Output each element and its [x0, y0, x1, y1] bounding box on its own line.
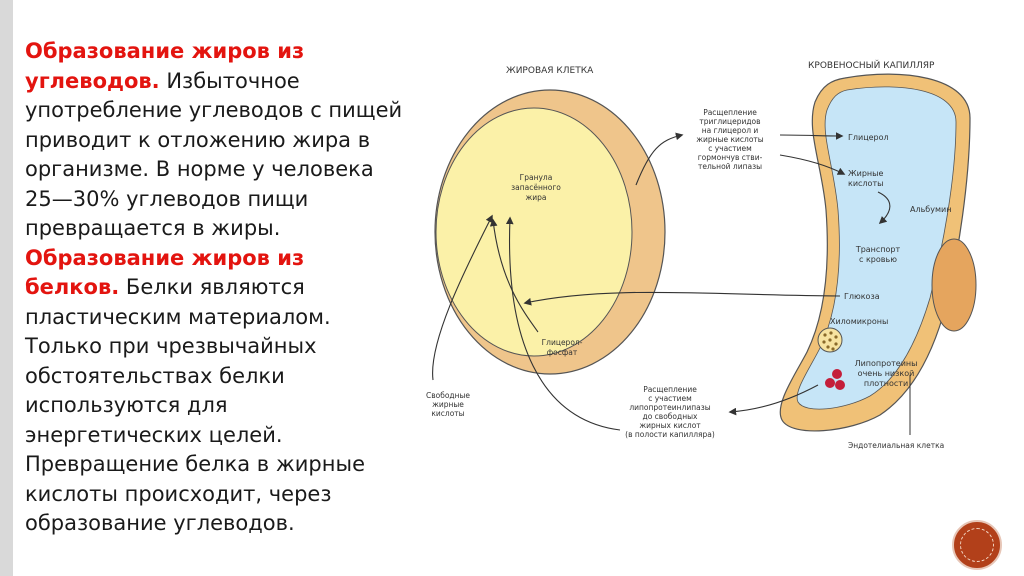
fat-metabolism-diagram: ЖИРОВАЯ КЛЕТКА КРОВЕНОСНЫЙ КАПИЛЛЯР Гран… — [426, 59, 977, 450]
svg-text:фосфат: фосфат — [547, 348, 578, 357]
slide-text: Образование жиров из углеводов. Избыточн… — [25, 37, 405, 539]
body-carbs: Избыточное употребление углеводов с пище… — [25, 68, 403, 241]
label-chylomicrons: Хиломикроны — [830, 317, 888, 326]
svg-text:с участием: с участием — [708, 144, 752, 153]
paragraph-proteins: Образование жиров из белков. Белки являю… — [25, 244, 405, 539]
label-fat-cell: ЖИРОВАЯ КЛЕТКА — [506, 66, 594, 76]
svg-text:запасённого: запасённого — [511, 183, 561, 192]
label-granule: Гранула запасённого жира — [511, 173, 561, 202]
label-transport: Транспорт с кровью — [855, 245, 901, 264]
body-proteins: Белки являются пластическим материалом. … — [25, 275, 365, 535]
label-capillary: КРОВЕНОСНЫЙ КАПИЛЛЯР — [808, 59, 935, 71]
svg-text:жира: жира — [526, 193, 547, 202]
label-glucose: Глюкоза — [844, 292, 880, 301]
svg-text:кислоты: кислоты — [848, 179, 883, 188]
svg-text:Гранула: Гранула — [520, 173, 553, 182]
svg-text:(в полости капилляра): (в полости капилляра) — [625, 430, 715, 439]
label-glycerol-phosphate: Глицерол- фосфат — [542, 338, 583, 357]
svg-text:липопротеинлипазы: липопротеинлипазы — [629, 403, 710, 412]
svg-text:гормончув стви-: гормончув стви- — [698, 153, 763, 162]
svg-text:Глицерол-: Глицерол- — [542, 338, 583, 347]
fat-cell — [434, 89, 666, 375]
svg-text:жирные: жирные — [432, 400, 464, 409]
svg-text:Расщепление: Расщепление — [643, 385, 697, 394]
label-hydrolysis: Расщепление триглицеридов на глицерол и … — [696, 108, 763, 171]
heading-carbs: Образование жиров из углеводов. — [25, 39, 305, 93]
slide-logo-icon — [952, 520, 1002, 570]
svg-text:Свободные: Свободные — [426, 391, 470, 400]
svg-text:Липопротеины: Липопротеины — [855, 359, 918, 368]
left-accent-bar — [0, 0, 13, 576]
svg-text:очень низкой: очень низкой — [858, 369, 915, 378]
chylomicron-dots — [822, 331, 838, 351]
label-albumin: Альбумин — [910, 205, 951, 214]
label-free-fatty-acids: Свободные жирные кислоты — [426, 391, 470, 418]
label-endothelial: Эндотелиальная клетка — [848, 441, 944, 450]
label-fatty-acids: Жирные кислоты — [848, 169, 883, 188]
label-glycerol: Глицерол — [848, 133, 889, 142]
svg-text:до свободных: до свободных — [643, 412, 699, 421]
lipoprotein-dots — [825, 369, 845, 390]
svg-text:жирных кислот: жирных кислот — [639, 421, 701, 430]
svg-text:с кровью: с кровью — [859, 255, 897, 264]
svg-text:Транспорт: Транспорт — [855, 245, 901, 254]
label-lipase: Расщепление с участием липопротеинлипазы… — [625, 385, 715, 439]
svg-text:Расщепление: Расщепление — [703, 108, 757, 117]
svg-text:с участием: с участием — [648, 394, 692, 403]
svg-text:Жирные: Жирные — [848, 169, 883, 178]
svg-text:кислоты: кислоты — [431, 409, 464, 418]
heading-proteins: Образование жиров из белков. — [25, 245, 305, 300]
svg-text:на глицерол и: на глицерол и — [702, 126, 759, 135]
svg-text:плотности: плотности — [864, 379, 908, 388]
svg-text:триглицеридов: триглицеридов — [699, 117, 760, 126]
paragraph-carbs: Образование жиров из углеводов. Избыточн… — [25, 37, 405, 244]
arrows — [432, 132, 891, 431]
label-lipoproteins: Липопротеины очень низкой плотности — [855, 359, 918, 388]
svg-text:тельной липазы: тельной липазы — [698, 162, 762, 171]
svg-text:жирные кислоты: жирные кислоты — [696, 135, 763, 144]
